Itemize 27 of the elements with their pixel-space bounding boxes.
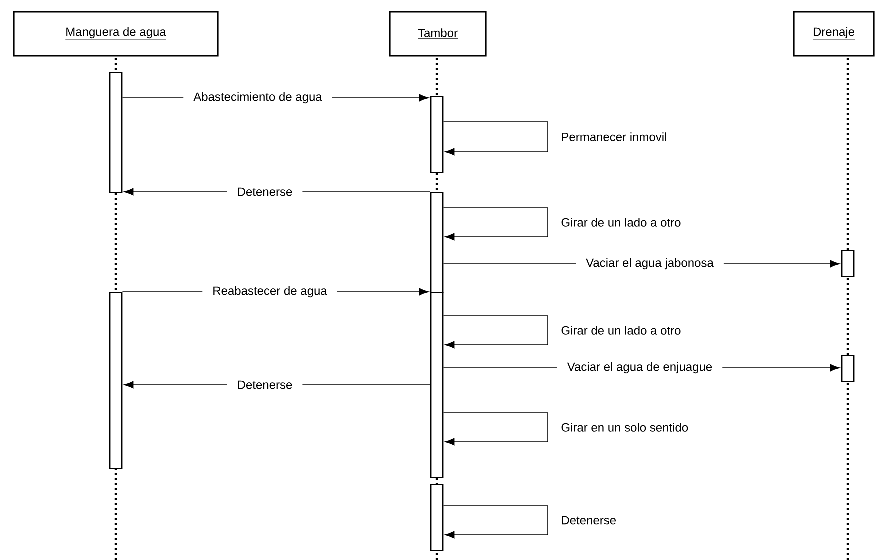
activation-bar — [109, 292, 123, 470]
object-box: Tambor — [389, 11, 487, 57]
activation-bar — [841, 355, 855, 382]
edge-label: Vaciar el agua jabonosa — [576, 257, 724, 271]
edge-label: Detenerse — [562, 516, 616, 525]
edge-label: Girar de un lado a otro — [562, 326, 681, 335]
edge-label: Reabastecer de agua — [202, 285, 338, 299]
self-arrow — [443, 506, 548, 539]
edge-label: Detenerse — [227, 380, 303, 390]
self-arrow — [443, 122, 548, 156]
object-box: Manguera de agua — [13, 11, 219, 57]
edge-label: Vaciar el agua de enjuague — [557, 361, 723, 375]
self-arrow — [443, 208, 548, 241]
self-arrow — [443, 412, 548, 446]
edge-label: Permanecer inmovil — [562, 132, 666, 142]
activation-bar — [430, 292, 444, 478]
activation-bar — [430, 96, 444, 174]
edge-label: Girar de un lado a otro — [562, 218, 681, 227]
edge-label: Abastecimiento de agua — [184, 91, 332, 105]
object-box: Drenaje — [793, 11, 875, 57]
self-arrow — [443, 316, 548, 349]
activation-bar — [430, 192, 444, 294]
activation-bar — [109, 72, 123, 194]
activation-bar — [430, 484, 444, 552]
edge-label: Detenerse — [227, 186, 303, 198]
edge-label: Girar en un solo sentido — [562, 423, 688, 432]
activation-bar — [841, 250, 855, 278]
